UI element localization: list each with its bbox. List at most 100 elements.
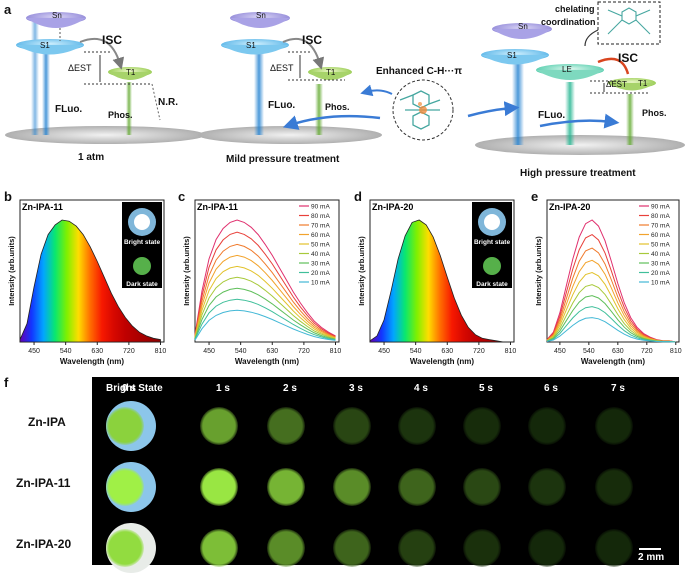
spectrum-area: [369, 219, 511, 343]
x-axis-label: Wavelength (nm): [581, 357, 645, 366]
isc-label-2: ISC: [302, 33, 323, 47]
series-line-90-mA: [194, 219, 336, 337]
time-header-1: 1 s: [216, 383, 230, 394]
x-tick-label: 630: [91, 348, 103, 355]
row-label-zn-ipa: Zn-IPA: [28, 415, 66, 429]
afterglow-sample-r1-t1: [200, 468, 238, 506]
panel-e-label: e: [531, 189, 539, 204]
sn-label-2: Sn: [256, 11, 266, 20]
afterglow-sample-r1-t6: [528, 468, 566, 506]
x-axis-label: Wavelength (nm): [235, 357, 299, 366]
inset-bright-core: [134, 214, 150, 230]
x-tick-label: 810: [330, 348, 342, 355]
afterglow-sample-r2-t6: [528, 529, 566, 567]
fluo-label-3: FLuo.: [538, 110, 566, 121]
legend-label: 30 mA: [311, 261, 330, 268]
t1-label-1: T1: [126, 68, 136, 77]
series-line-50-mA: [194, 265, 336, 339]
delta-est-label-1: ΔEST: [68, 63, 92, 73]
time-header-4: 4 s: [414, 383, 428, 394]
afterglow-sample-r0-t1: [200, 407, 238, 445]
scale-bar-label: 2 mm: [638, 552, 665, 563]
afterglow-sample-r1-t5: [463, 468, 501, 506]
panel-a-label: a: [4, 2, 12, 17]
s1-label-1: S1: [40, 41, 50, 50]
inset-bright-label: Bright state: [124, 239, 161, 246]
caption-1atm: 1 atm: [78, 152, 105, 163]
afterglow-sample-r0-t3: [333, 407, 371, 445]
legend-label: 60 mA: [311, 232, 330, 239]
legend-label: 70 mA: [651, 223, 670, 230]
afterglow-sample-r2-t4: [398, 529, 436, 567]
afterglow-sample-r1-t3: [333, 468, 371, 506]
coordination-label: coordination: [541, 17, 596, 27]
panel-f-label: f: [4, 375, 9, 390]
base-plate: [475, 135, 685, 155]
base-plate: [5, 126, 205, 144]
afterglow-sample-r2-t5: [463, 529, 501, 567]
x-tick-label: 720: [641, 348, 653, 355]
chart-title: Zn-IPA-20: [372, 202, 413, 212]
plot-frame: [194, 199, 340, 343]
x-tick-label: 720: [123, 348, 135, 355]
x-tick-label: 450: [554, 348, 566, 355]
x-tick-label: 450: [203, 348, 215, 355]
legend-label: 10 mA: [651, 280, 670, 287]
legend-label: 50 mA: [311, 242, 330, 249]
fluo-label-2: FLuo.: [268, 100, 296, 111]
scale-bar: [639, 548, 661, 550]
delta-est-label-2: ΔEST: [270, 63, 294, 73]
base-plate: [198, 126, 382, 144]
afterglow-sample-r0-t4: [398, 407, 436, 445]
phos-label-2: Phos.: [325, 102, 350, 112]
x-tick-label: 630: [441, 348, 453, 355]
x-tick-label: 540: [410, 348, 422, 355]
x-tick-label: 540: [583, 348, 595, 355]
afterglow-sample-r0-t0: [106, 407, 144, 445]
chart-title: Zn-IPA-11: [22, 202, 63, 212]
panel-c-label: c: [178, 189, 186, 204]
afterglow-sample-r0-t2: [267, 407, 305, 445]
y-axis-label: Intensity (arb.units): [534, 236, 543, 306]
x-tick-label: 630: [266, 348, 278, 355]
afterglow-sample-r1-t2: [267, 468, 305, 506]
nr-label-1: N.R.: [158, 97, 178, 108]
s1-label-2: S1: [246, 41, 256, 50]
legend-label: 40 mA: [651, 251, 670, 258]
enhanced-ch-pi-label: Enhanced C-H···π: [376, 66, 462, 77]
chart-title: Zn-IPA-20: [549, 202, 590, 212]
afterglow-sample-r2-t1: [200, 529, 238, 567]
x-tick-label: 810: [505, 348, 517, 355]
t1-label-3: T1: [638, 79, 648, 88]
fluo-label-1: FLuo.: [55, 104, 83, 115]
legend-label: 80 mA: [651, 213, 670, 220]
sn-label-3: Sn: [518, 22, 528, 31]
chart-title: Zn-IPA-11: [197, 202, 238, 212]
legend-label: 90 mA: [311, 204, 330, 211]
legend-label: 40 mA: [311, 251, 330, 258]
t1-label-2: T1: [326, 68, 336, 77]
series-line-20-mA: [194, 298, 336, 341]
diagram-high: [467, 1, 685, 155]
legend-label: 80 mA: [311, 213, 330, 220]
x-tick-label: 450: [28, 348, 40, 355]
time-header-5: 5 s: [479, 383, 493, 394]
le-label-3: LE: [562, 65, 572, 74]
y-axis-label: Intensity (arb.units): [182, 236, 191, 306]
delta-est-label-3: ΔEST: [606, 80, 627, 89]
x-tick-label: 450: [378, 348, 390, 355]
panel-b-label: b: [4, 189, 12, 204]
bright-state-header: Bright State: [106, 383, 163, 394]
legend-label: 60 mA: [651, 232, 670, 239]
x-tick-label: 540: [60, 348, 72, 355]
panel-d-label: d: [354, 189, 362, 204]
time-header-3: 3 s: [349, 383, 363, 394]
chelating-label: chelating: [555, 4, 595, 14]
time-header-7: 7 s: [611, 383, 625, 394]
chelate-box: [597, 1, 661, 45]
inset-dark-label: Dark state: [126, 281, 158, 288]
